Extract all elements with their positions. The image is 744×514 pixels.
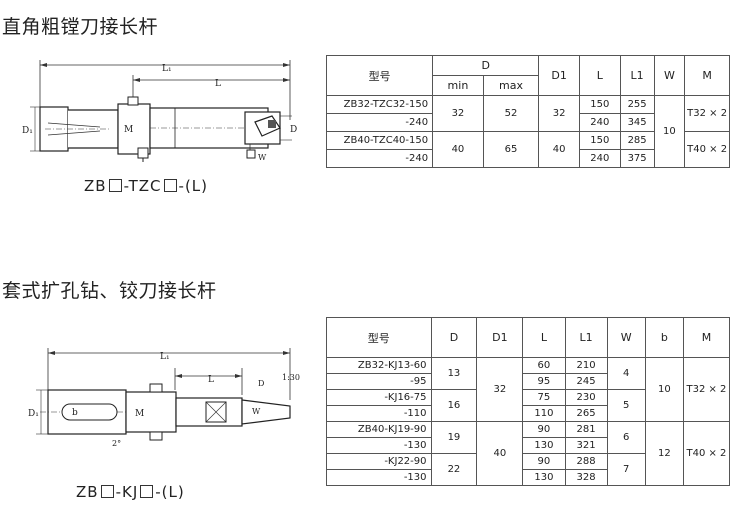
table-row: -95 95 245 [326,373,730,390]
table-row: -240 240 345 [325,113,730,132]
boring-bar-spec-table: 型号 D D1 L L1 W M min max ZB32-TZC32-150 … [325,55,730,168]
table-row: -KJ22-90 22 90 288 7 [326,453,730,486]
label-M: M [124,125,133,135]
table-row: ZB40-TZC40-150 40 65 40 150 285 T40 × 2 [325,131,730,168]
th-D-min: min [432,75,484,96]
table-row: -130 130 328 [326,469,730,486]
th-model: 型号 [325,55,434,96]
label2-L: L [208,375,214,385]
label2-W: W [252,407,261,416]
table-row: ZB32-KJ13-60 13 32 60 210 4 10 T32 × 2 [326,357,731,422]
label2-M: M [135,409,144,419]
reamer-bar-spec-table: 型号 D D1 L L1 W b M ZB32-KJ13-60 13 32 60… [326,317,731,486]
label2-angle: 2° [112,439,121,448]
label-D1: D₁ [22,126,33,136]
section2-heading: 套式扩孔钻、铰刀接长杆 [2,280,217,302]
table-row: ZB40-KJ19-90 19 40 90 281 6 12 T40 × 2 [326,421,731,486]
label-D: D [290,125,297,135]
section1-caption: ZB-TZC-(L) [84,177,209,195]
label-W: W [258,153,267,162]
label2-D1: D₁ [28,409,39,419]
label2-b: b [72,408,78,418]
th-D1: D1 [538,55,580,96]
th-M: M [684,55,730,96]
label2-L1: L₁ [160,352,170,362]
reamer-bar-drawing: L₁ L b M D 1:30 W D₁ 2° [28,348,300,448]
th-W: W [653,55,686,96]
table-row: -130 130 321 [326,437,730,454]
table-row: ZB32-TZC32-150 32 52 32 150 255 10 T32 ×… [325,95,730,168]
section2-caption: ZB-KJ-(L) [76,483,185,501]
th-D-max: max [482,75,540,96]
label-L1: L₁ [162,64,172,74]
th-L1: L1 [619,55,655,96]
label2-taper: 1:30 [282,373,300,382]
boring-bar-drawing: L₁ L D D₁ M W [22,60,297,162]
th-D: D [432,55,540,76]
label2-D: D [258,379,264,388]
label-L: L [215,79,221,89]
section1-heading: 直角粗镗刀接长杆 [2,16,159,38]
th-L: L [578,55,621,96]
table-row: -240 240 375 [325,149,730,168]
